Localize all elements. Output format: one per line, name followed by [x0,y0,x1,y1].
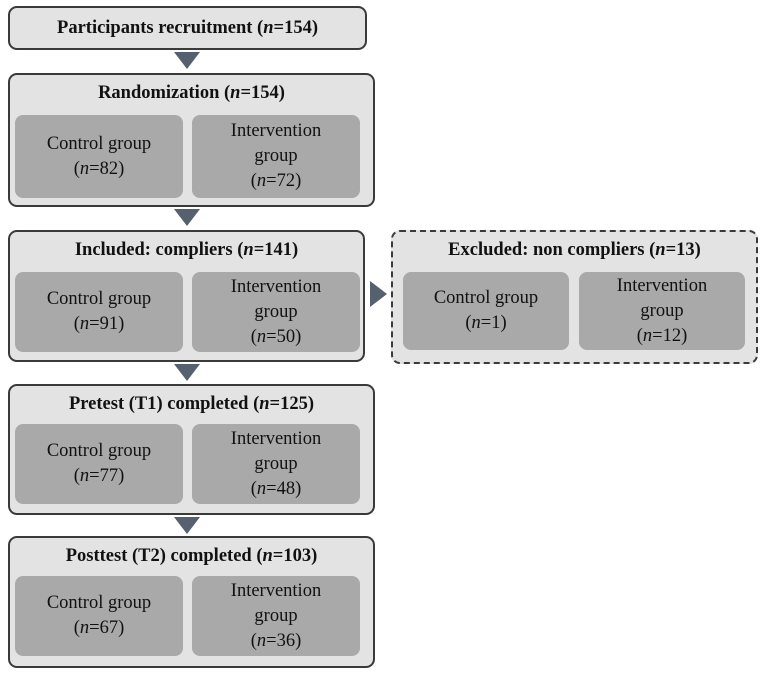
arrow-down-icon [174,364,200,381]
arrow-down-icon [174,517,200,534]
pretest-title: Pretest (T1) completed (n=125) [68,394,315,414]
intervention-group-box: Intervention group (n=72) [192,115,360,198]
intervention-group-box: Intervention group (n=36) [192,576,360,656]
intervention-group-box: Intervention group (n=48) [192,424,360,504]
control-group-box: Control group (n=67) [15,576,183,656]
control-group-box: Control group (n=91) [15,272,183,352]
included-title: Included: compliers (n=141) [74,240,299,260]
control-group-box: Control group (n=1) [403,272,569,350]
pretest-box: Pretest (T1) completed (n=125) Control g… [8,384,375,515]
arrow-down-icon [174,209,200,226]
intervention-group-box: Intervention group (n=50) [192,272,360,352]
included-box: Included: compliers (n=141) Control grou… [8,230,365,362]
recruitment-box: Participants recruitment (n=154) [8,6,367,50]
posttest-box: Posttest (T2) completed (n=103) Control … [8,536,375,668]
excluded-box: Excluded: non compliers (n=13) Control g… [391,230,758,364]
recruitment-title: Participants recruitment (n=154) [57,18,318,38]
randomization-box: Randomization (n=154) Control group (n=8… [8,73,375,207]
intervention-group-box: Intervention group (n=12) [579,272,745,350]
randomization-title: Randomization (n=154) [98,83,285,103]
control-group-box: Control group (n=77) [15,424,183,504]
arrow-right-icon [370,281,387,307]
arrow-down-icon [174,52,200,69]
posttest-title: Posttest (T2) completed (n=103) [65,546,318,566]
control-group-box: Control group (n=82) [15,115,183,198]
excluded-title: Excluded: non compliers (n=13) [448,240,701,260]
